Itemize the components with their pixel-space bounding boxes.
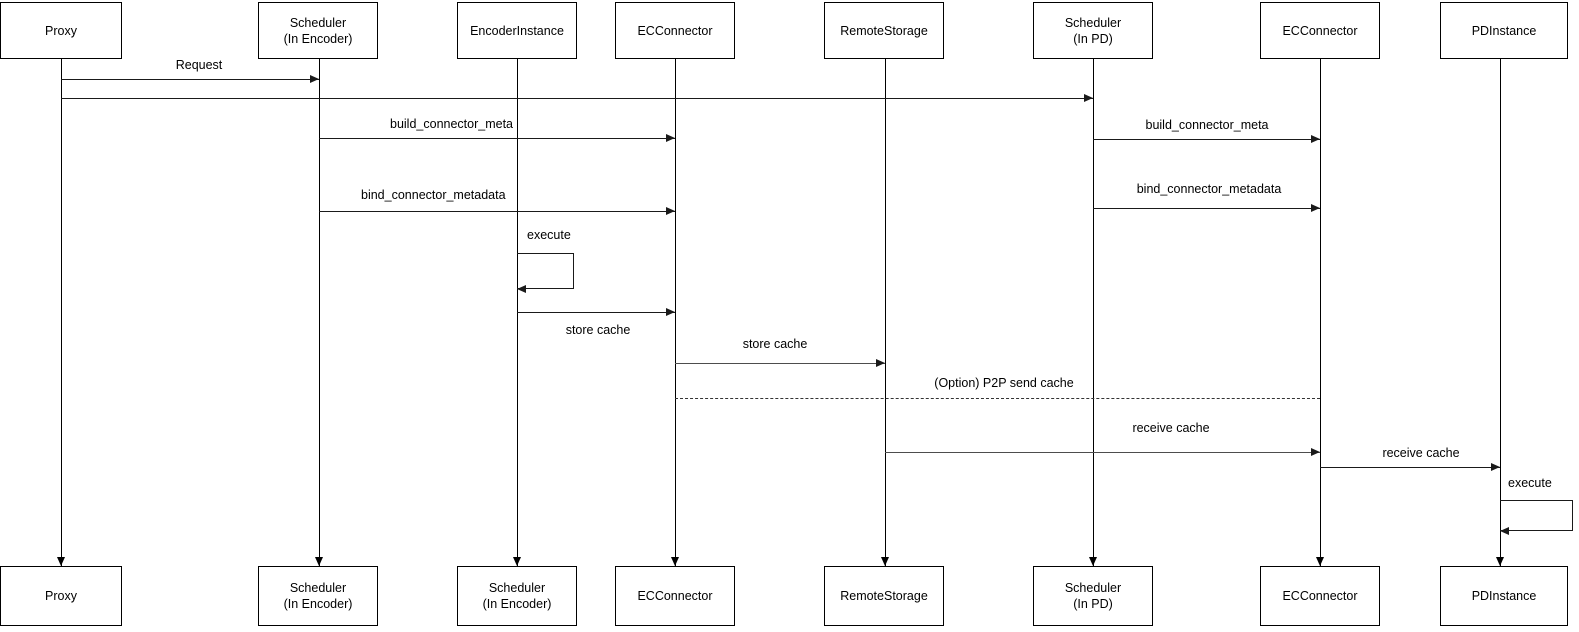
lifeline-end-arrow-icon: [880, 557, 889, 566]
participant-name-line1: ECConnector: [637, 589, 713, 603]
lifeline-end-arrow-icon: [56, 557, 65, 566]
lifeline-end-arrow-icon: [512, 557, 521, 566]
message-label: build_connector_meta: [1145, 118, 1269, 132]
self-call-box-s1: [517, 253, 574, 289]
message-label: Request: [175, 58, 223, 72]
participant-header-box[interactable]: Scheduler(In Encoder): [258, 2, 378, 59]
message-arrowhead-icon: [876, 359, 885, 367]
message-label: (Option) P2P send cache: [934, 376, 1074, 390]
participant-name-line2: (In Encoder): [482, 597, 552, 611]
self-call-box-s2: [1500, 500, 1573, 531]
message-line-m10: [885, 452, 1320, 454]
lifeline-scheduler_enc: [319, 59, 320, 566]
participant-footer-box[interactable]: Scheduler (In Encoder): [457, 566, 577, 626]
participant-footer-box[interactable]: Proxy: [0, 566, 122, 626]
participant-header-box[interactable]: Scheduler(In PD): [1033, 2, 1153, 59]
message-label: bind_connector_metadata: [361, 188, 506, 202]
message-line-m7: [517, 312, 675, 313]
message-arrowhead-icon: [1311, 204, 1320, 212]
message-label: store cache: [742, 337, 808, 351]
message-arrowhead-icon: [1311, 135, 1320, 143]
message-label: receive cache: [1382, 446, 1460, 460]
participant-footer-box[interactable]: ECConnector: [1260, 566, 1380, 626]
participant-footer-box[interactable]: RemoteStorage: [824, 566, 944, 626]
message-line-m4: [1093, 139, 1320, 140]
message-arrowhead-icon: [1311, 448, 1320, 456]
lifeline-end-arrow-icon: [1495, 557, 1504, 566]
message-label: build_connector_meta: [390, 117, 513, 131]
participant-name-line1: Proxy: [45, 589, 77, 603]
message-label: store cache: [565, 323, 631, 337]
participant-header-box[interactable]: PDInstance: [1440, 2, 1568, 59]
message-arrowhead-icon: [666, 134, 675, 142]
participant-name-line1: Scheduler: [1064, 15, 1122, 30]
participant-name-line1: Scheduler: [1064, 581, 1122, 595]
participant-name-line1: Scheduler: [289, 581, 347, 595]
participant-name-line1: RemoteStorage: [840, 23, 928, 38]
message-label: receive cache: [1132, 421, 1210, 435]
participant-header-box[interactable]: EncoderInstance: [457, 2, 577, 59]
self-call-arrowhead-icon: [1500, 527, 1509, 535]
message-line-m2: [61, 98, 1093, 99]
message-arrowhead-icon: [1491, 463, 1500, 471]
lifeline-remotestorage: [885, 59, 886, 566]
message-line-m1: [61, 79, 319, 80]
message-arrowhead-icon: [666, 308, 675, 316]
participant-name-line1: PDInstance: [1471, 589, 1537, 603]
participant-name-line1: Scheduler: [488, 581, 546, 595]
message-label: bind_connector_metadata: [1136, 182, 1282, 196]
lifeline-end-arrow-icon: [1315, 557, 1324, 566]
lifeline-proxy: [61, 59, 62, 566]
lifeline-end-arrow-icon: [1088, 557, 1097, 566]
participant-footer-box[interactable]: PDInstance: [1440, 566, 1568, 626]
message-line-m6: [1093, 208, 1320, 209]
self-call-label: execute: [1508, 476, 1552, 490]
participant-footer-box[interactable]: Scheduler (In PD): [1033, 566, 1153, 626]
participant-footer-box[interactable]: Scheduler (In Encoder): [258, 566, 378, 626]
self-call-label: execute: [527, 228, 571, 242]
participant-name-line1: EncoderInstance: [470, 23, 564, 38]
participant-name-line1: Proxy: [45, 23, 77, 38]
lifeline-scheduler_pd: [1093, 59, 1094, 566]
message-line-m11: [1320, 467, 1500, 468]
message-line-m9: [675, 398, 1320, 399]
lifeline-pdinstance: [1500, 59, 1501, 566]
participant-footer-box[interactable]: ECConnector: [615, 566, 735, 626]
lifeline-end-arrow-icon: [314, 557, 323, 566]
message-arrowhead-icon: [1084, 94, 1093, 102]
participant-name-line2: (In PD): [1073, 31, 1113, 46]
participant-header-box[interactable]: RemoteStorage: [824, 2, 944, 59]
participant-name-line2: (In PD): [1073, 597, 1113, 611]
participant-name-line1: PDInstance: [1471, 23, 1537, 38]
participant-header-box[interactable]: ECConnector: [1260, 2, 1380, 59]
participant-name-line2: (In Encoder): [283, 597, 353, 611]
message-arrowhead-icon: [666, 207, 675, 215]
participant-name-line1: ECConnector: [1282, 589, 1358, 603]
participant-header-box[interactable]: Proxy: [0, 2, 122, 59]
participant-name-line2: (In Encoder): [283, 31, 353, 46]
self-call-arrowhead-icon: [517, 285, 526, 293]
message-line-m5: [319, 211, 675, 212]
participant-name-line1: Scheduler: [289, 15, 347, 30]
message-arrowhead-icon: [310, 75, 319, 83]
participant-name-line1: RemoteStorage: [840, 589, 928, 603]
participant-header-box[interactable]: ECConnector: [615, 2, 735, 59]
participant-name-line1: ECConnector: [1282, 23, 1358, 38]
participant-name-line1: ECConnector: [637, 23, 713, 38]
lifeline-end-arrow-icon: [670, 557, 679, 566]
lifeline-ecconnector_a: [675, 59, 676, 566]
message-line-m8: [675, 363, 885, 365]
lifeline-ecconnector_b: [1320, 59, 1321, 566]
message-line-m3: [319, 138, 675, 139]
